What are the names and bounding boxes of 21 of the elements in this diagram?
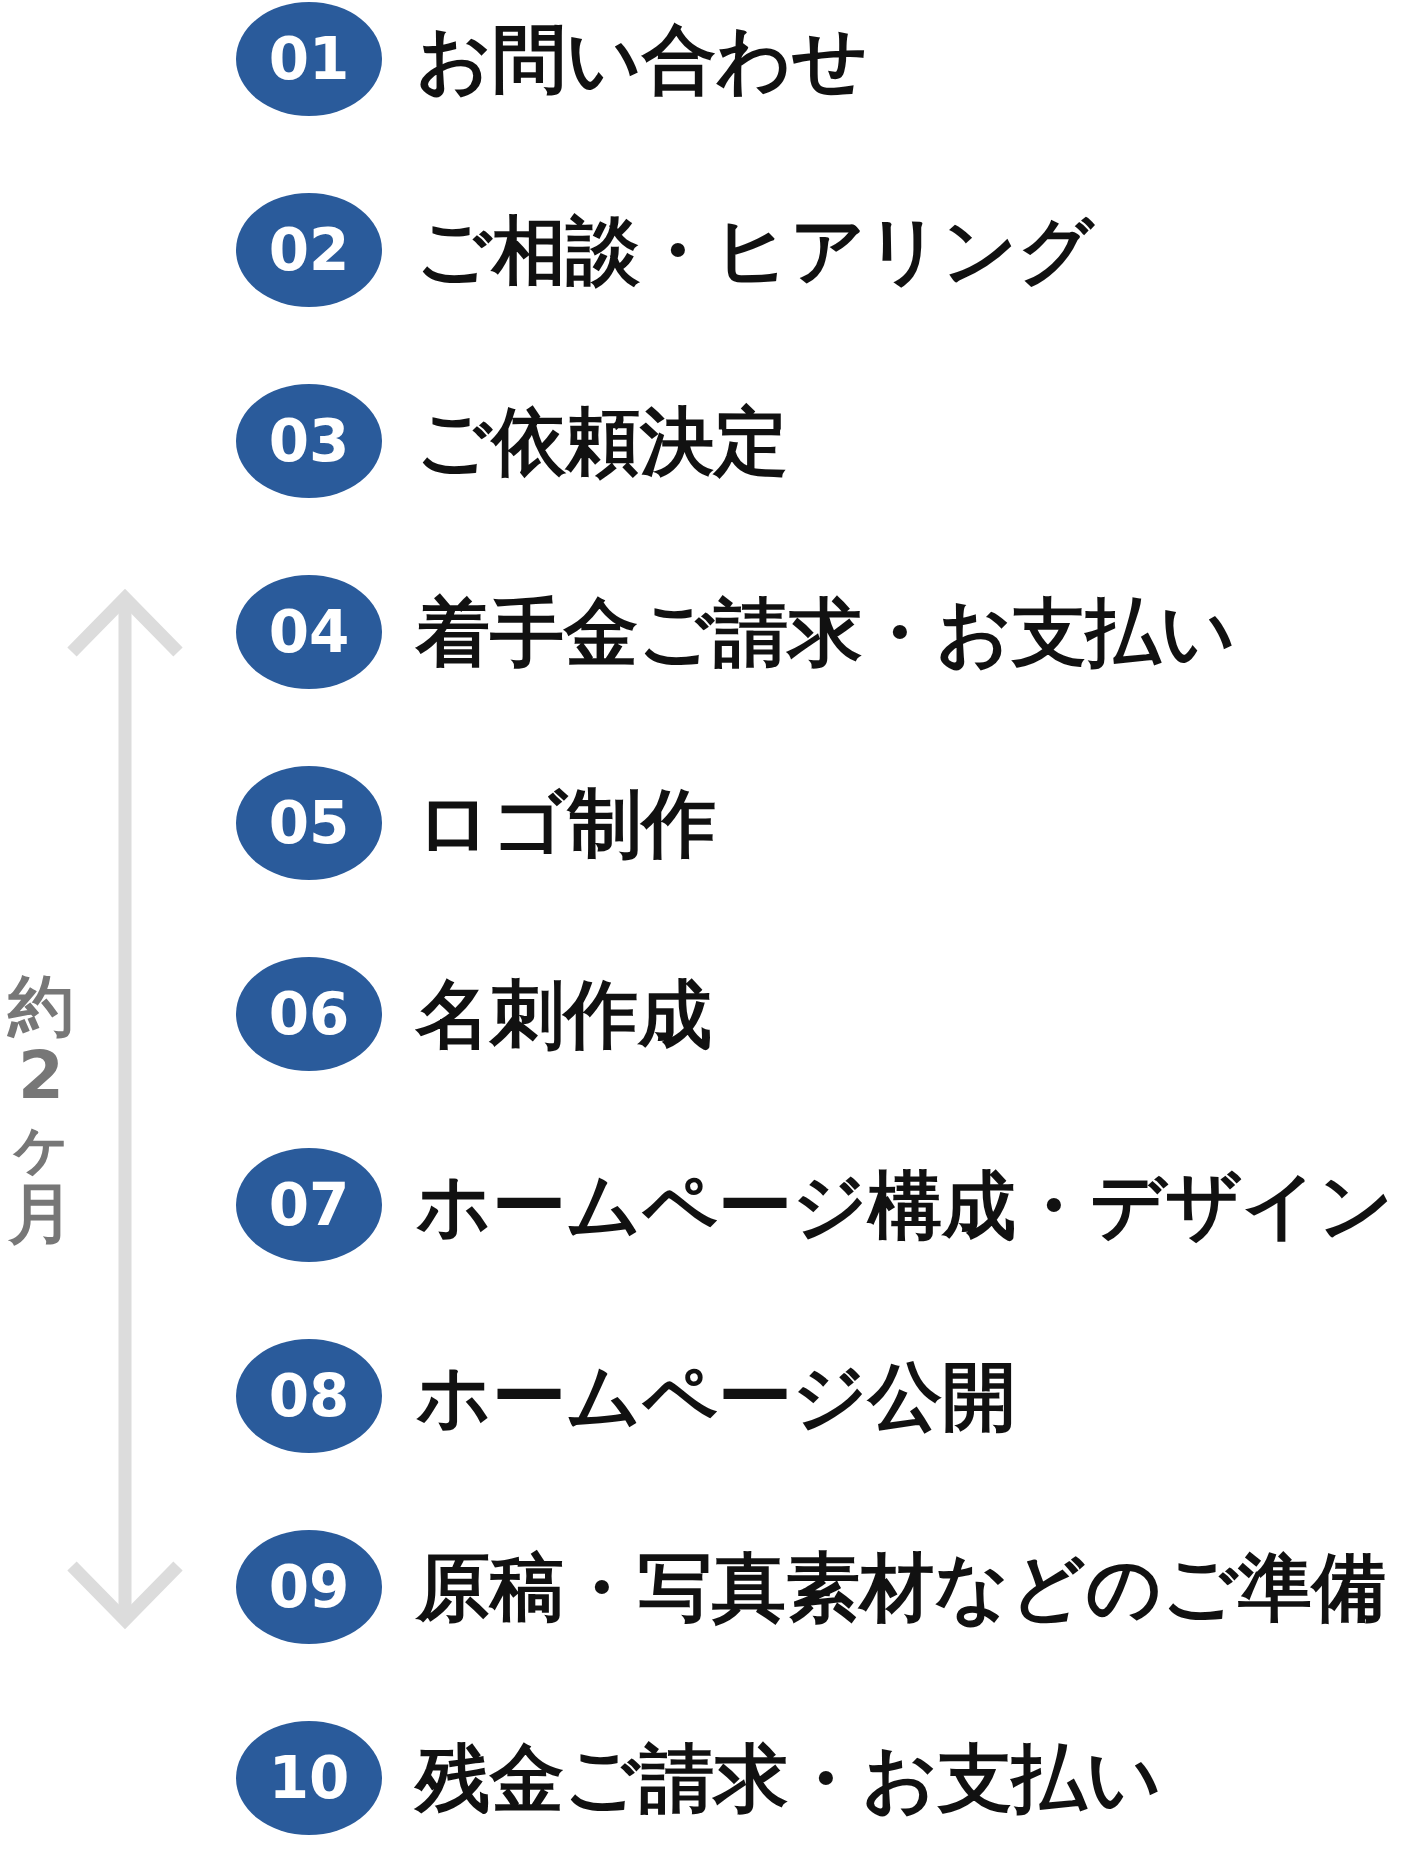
- step-number-badge: 01: [236, 2, 382, 116]
- duration-label: 約2ヶ月: [6, 971, 76, 1249]
- step-title: ホームページ公開: [416, 1355, 1016, 1437]
- step-title: お問い合わせ: [416, 18, 868, 100]
- step-number-badge: 08: [236, 1339, 382, 1453]
- step-title: 原稿・写真素材などのご準備: [416, 1546, 1386, 1628]
- step-number-badge: 02: [236, 193, 382, 307]
- step-number-badge: 04: [236, 575, 382, 689]
- step-title: ロゴ制作: [416, 782, 716, 864]
- step-number-badge: 06: [236, 957, 382, 1071]
- step-title: 名刺作成: [416, 973, 712, 1055]
- step-title: 残金ご請求・お支払い: [416, 1737, 1162, 1819]
- step-number-badge: 07: [236, 1148, 382, 1262]
- step-title: 着手金ご請求・お支払い: [416, 591, 1236, 673]
- step-title: ご相談・ヒアリング: [416, 209, 1094, 291]
- step-number-badge: 10: [236, 1721, 382, 1835]
- step-number-badge: 09: [236, 1530, 382, 1644]
- step-number-badge: 03: [236, 384, 382, 498]
- step-number-badge: 05: [236, 766, 382, 880]
- step-title: ご依頼決定: [416, 400, 788, 482]
- step-title: ホームページ構成・デザイン: [416, 1164, 1394, 1246]
